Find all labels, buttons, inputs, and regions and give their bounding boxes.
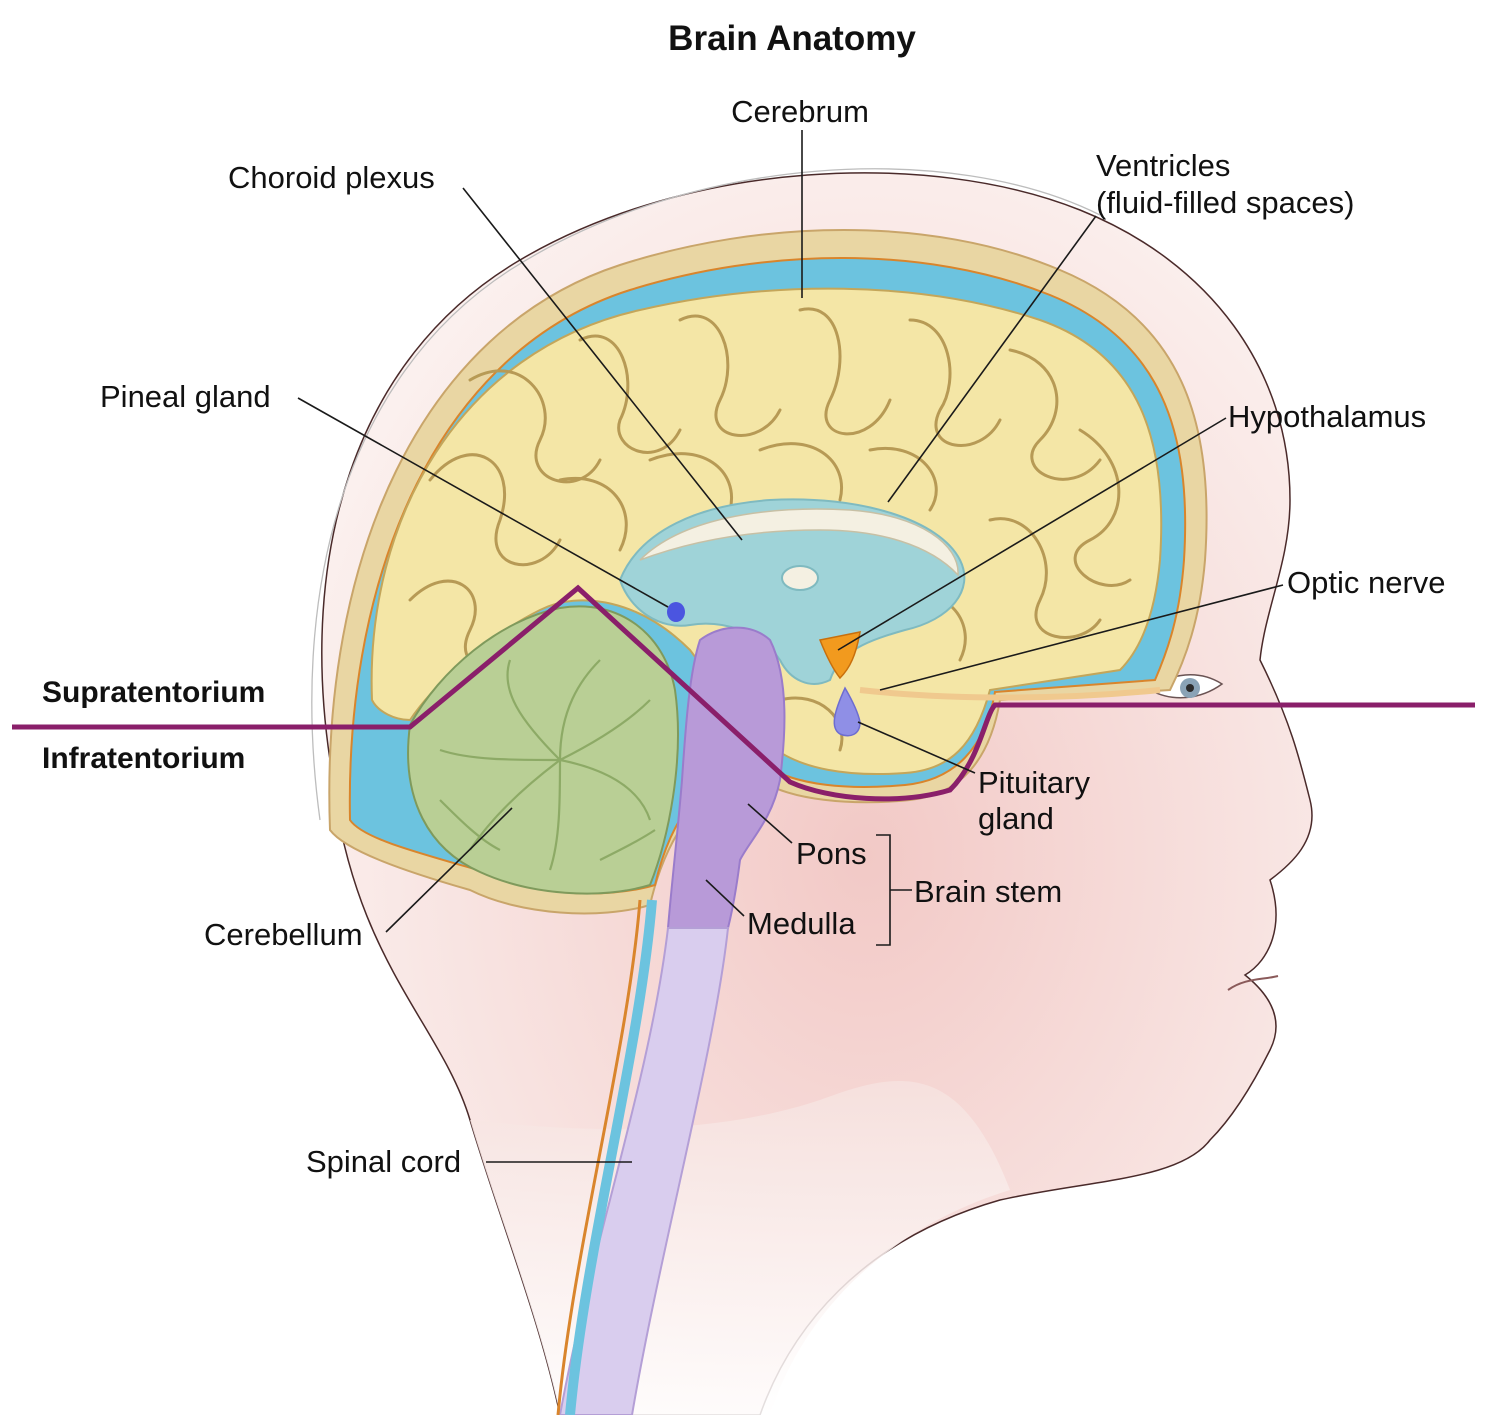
spinal-canal [565,899,657,1416]
neck-shade [470,1080,1010,1415]
leader-medulla [705,879,745,917]
label-spinal-cord: Spinal cord [306,1144,461,1179]
label-pineal-gland: Pineal gland [100,379,271,414]
diagram-title: Brain Anatomy [668,19,916,58]
tentorium-line [12,584,1475,802]
spinal-canal-outer [556,899,642,1416]
pineal-shape [667,602,685,622]
brain-stem-shape [666,626,786,929]
label-ventricles-line1: Ventricles [1096,148,1230,183]
label-cerebellum: Cerebellum [204,917,363,952]
label-choroid-plexus: Choroid plexus [228,160,435,195]
leader-choroid-plexus [462,187,743,541]
zone-supratentorium: Supratentorium [42,676,265,709]
hair-outline [311,168,1101,821]
leader-pituitary-gland [857,721,976,774]
cerebellum-arbor [439,659,656,871]
pituitary-shape [833,686,861,737]
label-optic-nerve: Optic nerve [1287,565,1446,600]
ventricles-shape [618,498,966,685]
leader-cerebellum [385,807,513,933]
leader-ventricles [887,215,1097,503]
label-pituitary-line2: gland [978,801,1054,836]
brain-stem-bracket [876,834,912,946]
leader-optic-nerve [879,584,1284,691]
label-ventricles-line2: (fluid-filled spaces) [1096,185,1354,220]
optic-nerve-shape [859,687,1161,701]
cerebrum-folds [408,307,1132,752]
cerebellum-shape [407,605,679,895]
zone-infratentorium: Infratentorium [42,742,245,775]
corpus-callosum [639,508,959,577]
label-pituitary-line1: Pituitary [978,765,1090,800]
lips [1227,975,1279,991]
label-pons: Pons [796,836,867,871]
ventricle-foramen [781,565,819,591]
label-medulla: Medulla [747,906,856,941]
leader-pineal-gland [297,397,669,608]
label-cerebrum: Cerebrum [731,94,869,129]
leader-pons [747,803,793,844]
label-brain-stem: Brain stem [914,874,1062,909]
leader-hypothalamus [837,417,1227,651]
label-hypothalamus: Hypothalamus [1228,399,1426,434]
